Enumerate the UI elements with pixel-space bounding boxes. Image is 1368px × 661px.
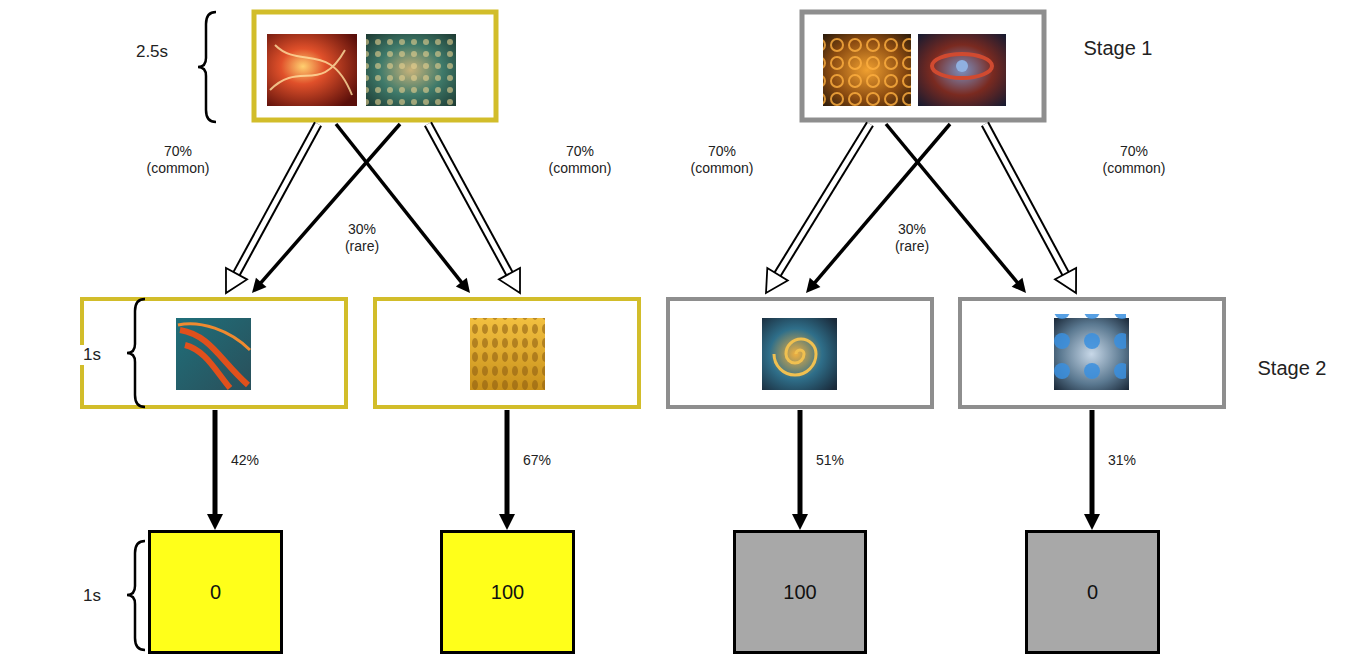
outcome-box: 0 <box>1025 530 1160 654</box>
fractal-image <box>176 318 251 390</box>
stage1-frame <box>802 12 1044 120</box>
fractal-image <box>823 34 911 106</box>
stage2-frame <box>82 299 346 407</box>
reward-value: 100 <box>491 581 524 604</box>
transition-probability: 70% (common) <box>1093 143 1175 177</box>
transition-probability: 70% (common) <box>681 143 763 177</box>
stage2-frame <box>668 299 932 407</box>
fractal-image <box>918 34 1006 106</box>
fractal-image <box>366 34 456 106</box>
reward-probability: 31% <box>1098 452 1146 469</box>
outcome-box: 100 <box>733 530 867 654</box>
stage-label: Stage 2 <box>1240 356 1344 380</box>
timing-bracket <box>127 541 145 650</box>
fractal-image <box>762 318 837 390</box>
reward-probability: 42% <box>221 452 269 469</box>
timing-bracket <box>198 12 216 122</box>
stage1-frame <box>254 12 496 120</box>
transition-arrows <box>207 124 1100 530</box>
transition-probability: 70% (common) <box>539 143 621 177</box>
reward-value: 0 <box>210 581 221 604</box>
transition-probability: 70% (common) <box>137 143 219 177</box>
transition-probability: 30% (rare) <box>884 221 940 255</box>
fractal-image <box>470 318 545 390</box>
stage2-frame <box>375 299 639 407</box>
reward-probability: 51% <box>806 452 854 469</box>
reward-probability: 67% <box>513 452 561 469</box>
timing-label: 1s <box>70 345 114 365</box>
reward-value: 0 <box>1087 581 1098 604</box>
stage-label: Stage 1 <box>1066 36 1170 60</box>
timing-bracket <box>127 299 145 407</box>
stage2-frame <box>960 299 1224 407</box>
outcome-box: 100 <box>440 530 575 654</box>
reward-value: 100 <box>783 581 816 604</box>
outcome-box: 0 <box>148 530 283 654</box>
timing-label: 1s <box>70 586 114 606</box>
timing-label: 2.5s <box>120 42 184 62</box>
fractal-image <box>267 34 357 106</box>
fractal-image <box>1051 314 1129 390</box>
transition-probability: 30% (rare) <box>334 221 390 255</box>
